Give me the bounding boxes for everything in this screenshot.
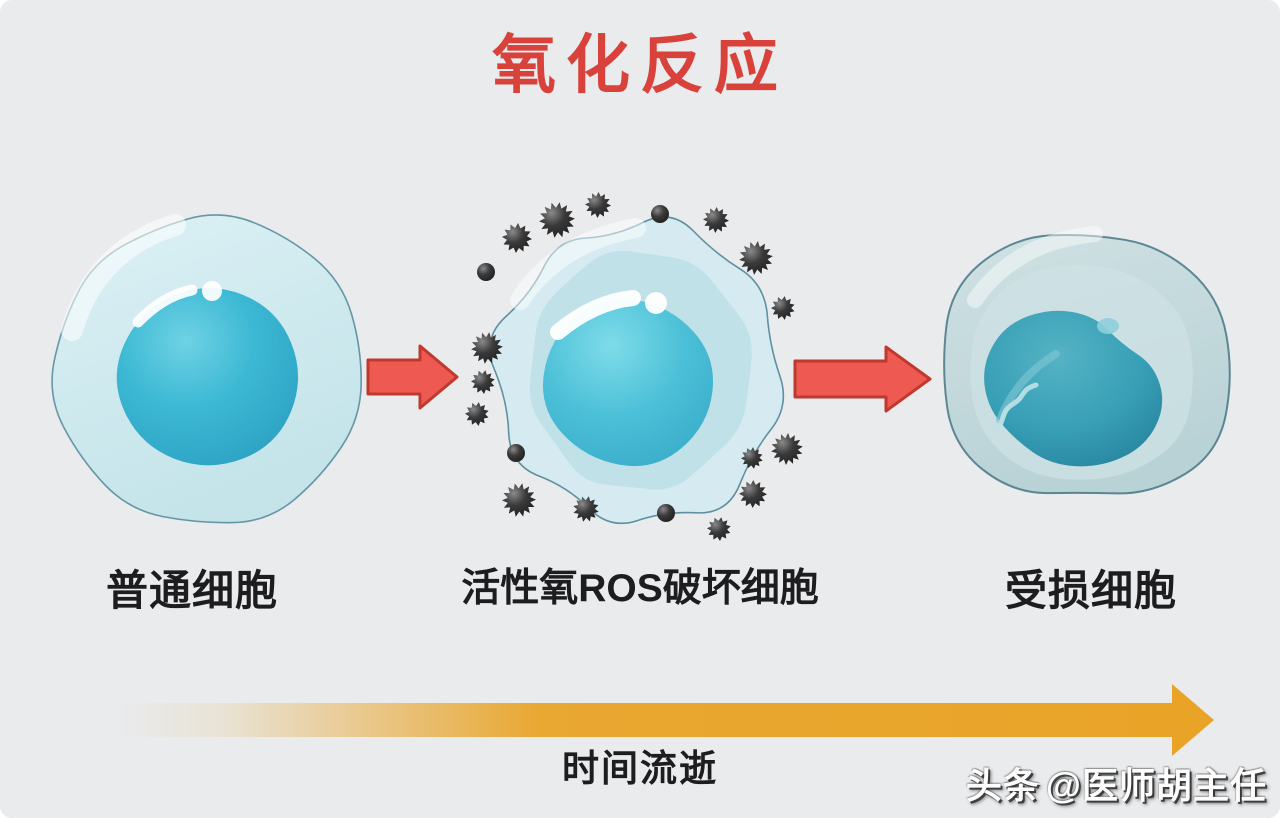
stage-label-damaged-cell: 受损细胞 bbox=[1004, 567, 1177, 614]
right-arrow-icon-1 bbox=[366, 344, 459, 410]
ros-particle-icon bbox=[707, 517, 731, 541]
watermark-handle: @医师胡主任 bbox=[1045, 765, 1267, 806]
ros-particle-icon bbox=[471, 370, 495, 394]
ros-particle-icon bbox=[465, 402, 489, 426]
ros-particle-icon bbox=[471, 332, 503, 364]
timeline-arrow-head-icon bbox=[1172, 684, 1214, 756]
right-arrow-icon-2 bbox=[793, 345, 932, 413]
ros-particle-icon bbox=[573, 496, 599, 522]
ros-particle-icon bbox=[771, 433, 803, 465]
damaged-nucleus-highlight-squiggle bbox=[992, 382, 1039, 435]
ros-particles-group bbox=[465, 192, 803, 541]
ros-particle-icon bbox=[539, 202, 575, 238]
ros-particle-icon bbox=[507, 444, 525, 462]
ros-nucleus-highlight bbox=[550, 290, 641, 340]
normal-cell-nucleus bbox=[116, 288, 299, 466]
watermark-platform: 头条 bbox=[965, 765, 1040, 806]
timeline-label: 时间流逝 bbox=[562, 748, 718, 789]
ros-particle-icon bbox=[477, 263, 495, 281]
ros-particle-icon bbox=[771, 296, 795, 320]
ros-particle-icon bbox=[502, 483, 536, 517]
ros-particle-icon bbox=[657, 504, 675, 522]
timeline-arrow-body bbox=[118, 703, 1172, 737]
ros-particle-icon bbox=[651, 205, 669, 223]
ros-particle-icon bbox=[703, 207, 729, 233]
stage-label-ros-cell: 活性氧ROS破坏细胞 bbox=[461, 567, 819, 610]
normal-nucleus-highlight bbox=[132, 284, 198, 328]
ros-particle-icon bbox=[585, 192, 611, 218]
ros-cell-membrane-sheen bbox=[510, 218, 646, 310]
ros-particle-icon bbox=[739, 241, 773, 275]
normal-cell-membrane-sheen bbox=[61, 214, 186, 341]
ros-particle-icon bbox=[739, 480, 767, 508]
normal-nucleus-highlight-dot bbox=[202, 281, 222, 301]
damaged-cell-membrane-sheen bbox=[967, 226, 1103, 308]
ros-particle-icon bbox=[741, 447, 763, 469]
ros-cell-nucleus bbox=[542, 298, 714, 467]
damaged-nucleus-highlight-dot bbox=[1097, 318, 1119, 334]
ros-nucleus-highlight-dot bbox=[645, 292, 667, 314]
watermark: 头条@医师胡主任 bbox=[966, 757, 1267, 809]
damaged-cell-nucleus bbox=[984, 310, 1163, 467]
page-title: 氧化反应 bbox=[492, 29, 788, 101]
stage-label-normal-cell: 普通细胞 bbox=[105, 567, 278, 614]
ros-particle-icon bbox=[502, 223, 532, 253]
